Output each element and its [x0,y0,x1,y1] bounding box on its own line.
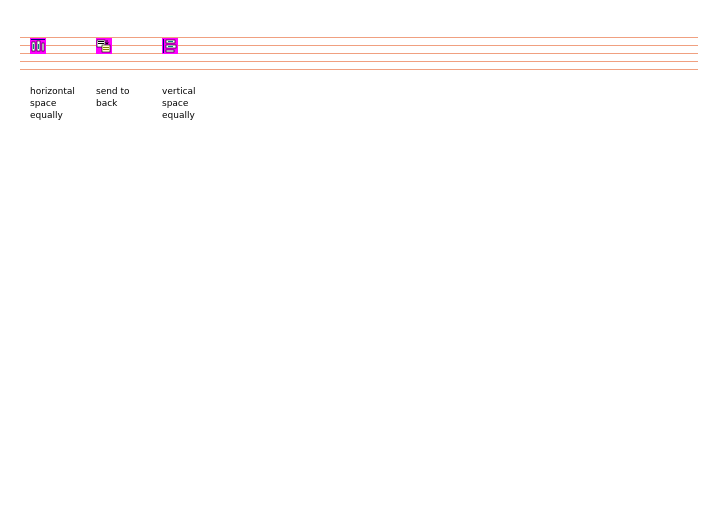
caption-line: back [96,99,118,109]
vertical-space-equally-label: vertical space equally [162,86,222,122]
vertical-space-equally-icon [162,38,178,54]
caption-line: equally [162,111,195,121]
guide-line [20,37,698,38]
guide-line [20,69,698,70]
caption-line: vertical [162,87,196,97]
caption-line: space [162,99,189,109]
guide-line [20,53,698,54]
send-to-back-button[interactable] [96,38,112,54]
guide-line [20,45,698,46]
caption-line: space [30,99,57,109]
guide-line [20,61,698,62]
send-to-back-icon [96,38,112,54]
vertical-space-equally-button[interactable] [162,38,178,54]
caption-line: horizontal [30,87,75,97]
send-to-back-label: send to back [96,86,156,110]
caption-line: equally [30,111,63,121]
horizontal-space-equally-icon [30,38,46,54]
horizontal-space-equally-label: horizontal space equally [30,86,90,122]
horizontal-space-equally-button[interactable] [30,38,46,54]
caption-line: send to [96,87,130,97]
